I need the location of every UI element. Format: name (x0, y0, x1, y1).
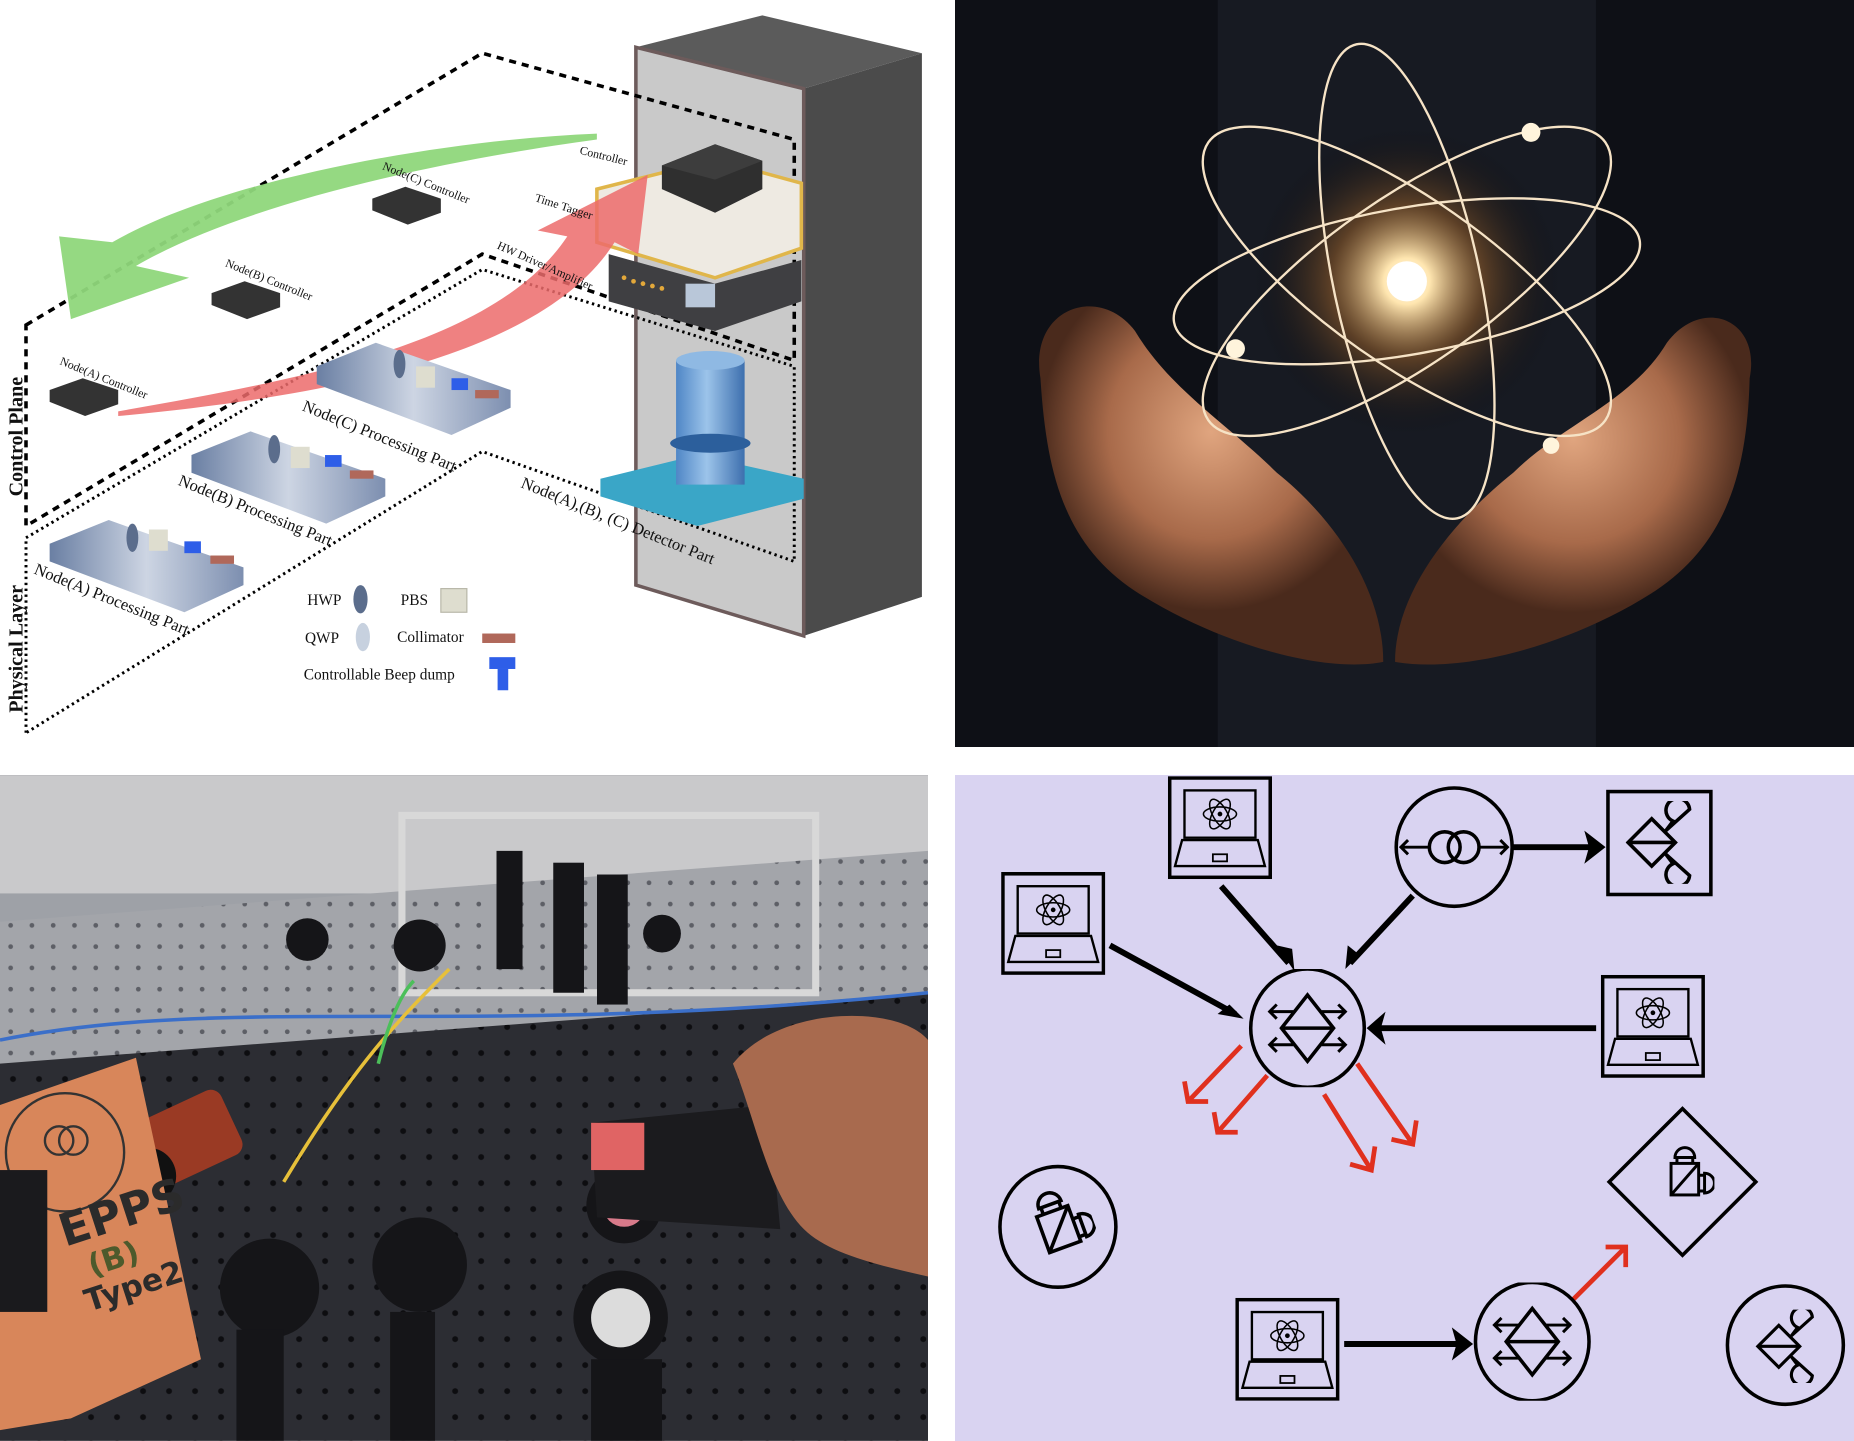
atom-hands-photo (955, 0, 1854, 747)
entangled-photon-source (1394, 786, 1514, 909)
switch-node-1 (1248, 969, 1367, 1088)
network-links (1108, 844, 1597, 1347)
control-plane-label: Control Plane (5, 377, 27, 497)
architecture-diagram: Node(C) Controller Node(B) Controller No… (5, 15, 922, 736)
pbs-icon (440, 588, 468, 613)
node-b-platform (191, 431, 386, 524)
mirror (591, 1288, 651, 1348)
optical-table-scene: EPPS (B) Type2 (0, 775, 928, 1441)
node-a-controller (49, 378, 119, 417)
link-laptop2-router (1108, 942, 1237, 1017)
hw-driver-device (608, 254, 802, 331)
fiber-cable (282, 967, 451, 1183)
arrowheads (1217, 830, 1606, 1361)
legend: HWP PBS QWP Collimator Controllable Beep… (304, 585, 516, 691)
fiber-cable (0, 990, 928, 1042)
detector (600, 351, 804, 526)
detector-box (1606, 789, 1713, 897)
epps-sign: EPPS (B) Type2 (0, 1057, 201, 1431)
network-diagram-panel (955, 775, 1854, 1441)
left-hand (1039, 306, 1384, 665)
laptop-node-3 (1600, 974, 1705, 1078)
legend-hwp: HWP (307, 592, 341, 609)
output-links (1182, 1044, 1629, 1302)
laptop-node-1 (1167, 776, 1273, 880)
legend-pbs: PBS (401, 592, 428, 609)
link-source-router (1347, 893, 1415, 966)
network-diagram (998, 776, 1846, 1407)
atom-icon (1172, 42, 1642, 520)
kinematic-mount (0, 1170, 48, 1312)
electrons (1226, 122, 1560, 454)
controller-device (661, 144, 763, 213)
epps-icon (4, 1092, 126, 1213)
node-c-controller (372, 186, 441, 225)
lab-setup-photo: EPPS (B) Type2 (0, 775, 928, 1441)
right-hand (1395, 317, 1752, 665)
physical-layer-label: Physical Layer (5, 585, 27, 713)
legend-qwp: QWP (305, 630, 339, 647)
legend-collimator: Collimator (397, 629, 464, 646)
collimator-icon (482, 633, 516, 643)
switch-node-2 (1473, 1282, 1591, 1401)
node-a-platform (49, 520, 244, 613)
detector-diamond (1606, 1106, 1759, 1258)
atom-hands-illustration (955, 0, 1854, 747)
detector-circle-right (1725, 1284, 1846, 1407)
control-flow-arrow (59, 133, 597, 320)
node-c-platform (316, 342, 511, 435)
beam-dump-icon (489, 657, 516, 691)
architecture-diagram-panel: Node(C) Controller Node(B) Controller No… (0, 0, 955, 747)
node-b-controller (211, 281, 281, 320)
qwp-icon (355, 622, 370, 652)
legend-beam-dump: Controllable Beep dump (304, 667, 455, 684)
hwp-icon (353, 585, 368, 614)
optical-table (0, 992, 928, 1441)
controller-label: Controller (578, 143, 629, 168)
link-laptop1-router (1218, 884, 1291, 966)
hand-with-card (591, 1015, 928, 1277)
nucleus (1386, 261, 1427, 302)
fiber-cable (376, 979, 416, 1065)
laptop-node-4 (1235, 1297, 1340, 1401)
detector-circle-left (998, 1164, 1118, 1289)
laptop-node-2 (1001, 872, 1106, 975)
